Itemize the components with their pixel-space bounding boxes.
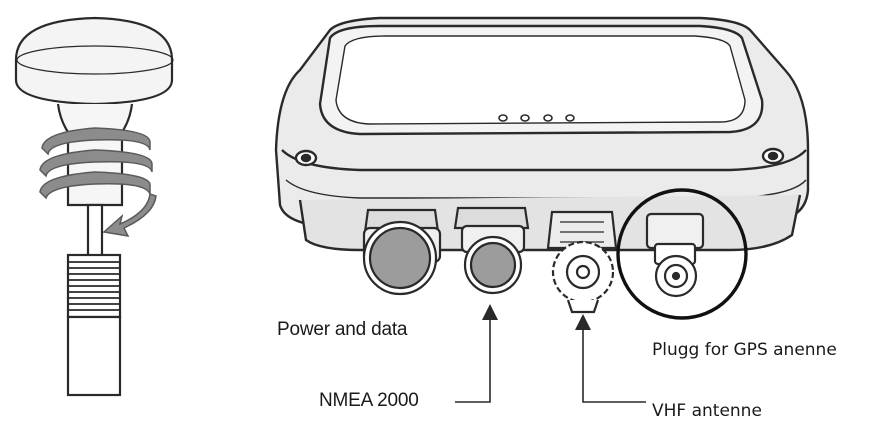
label-nmea-2000: NMEA 2000 bbox=[319, 390, 419, 411]
screw-direction-arrow-icon bbox=[39, 127, 157, 237]
label-vhf-antenna: VHF antenne bbox=[652, 401, 762, 421]
label-gps-plug: Plugg for GPS anenne bbox=[652, 340, 837, 360]
device-housing-icon bbox=[274, 16, 810, 252]
label-power-and-data: Power and data bbox=[277, 319, 408, 340]
highlight-circle-icon bbox=[616, 188, 748, 320]
nmea-leader-line bbox=[455, 304, 498, 403]
gps-antenna-icon bbox=[14, 16, 174, 397]
connector-icon bbox=[362, 206, 705, 314]
vhf-leader-line bbox=[575, 314, 646, 403]
